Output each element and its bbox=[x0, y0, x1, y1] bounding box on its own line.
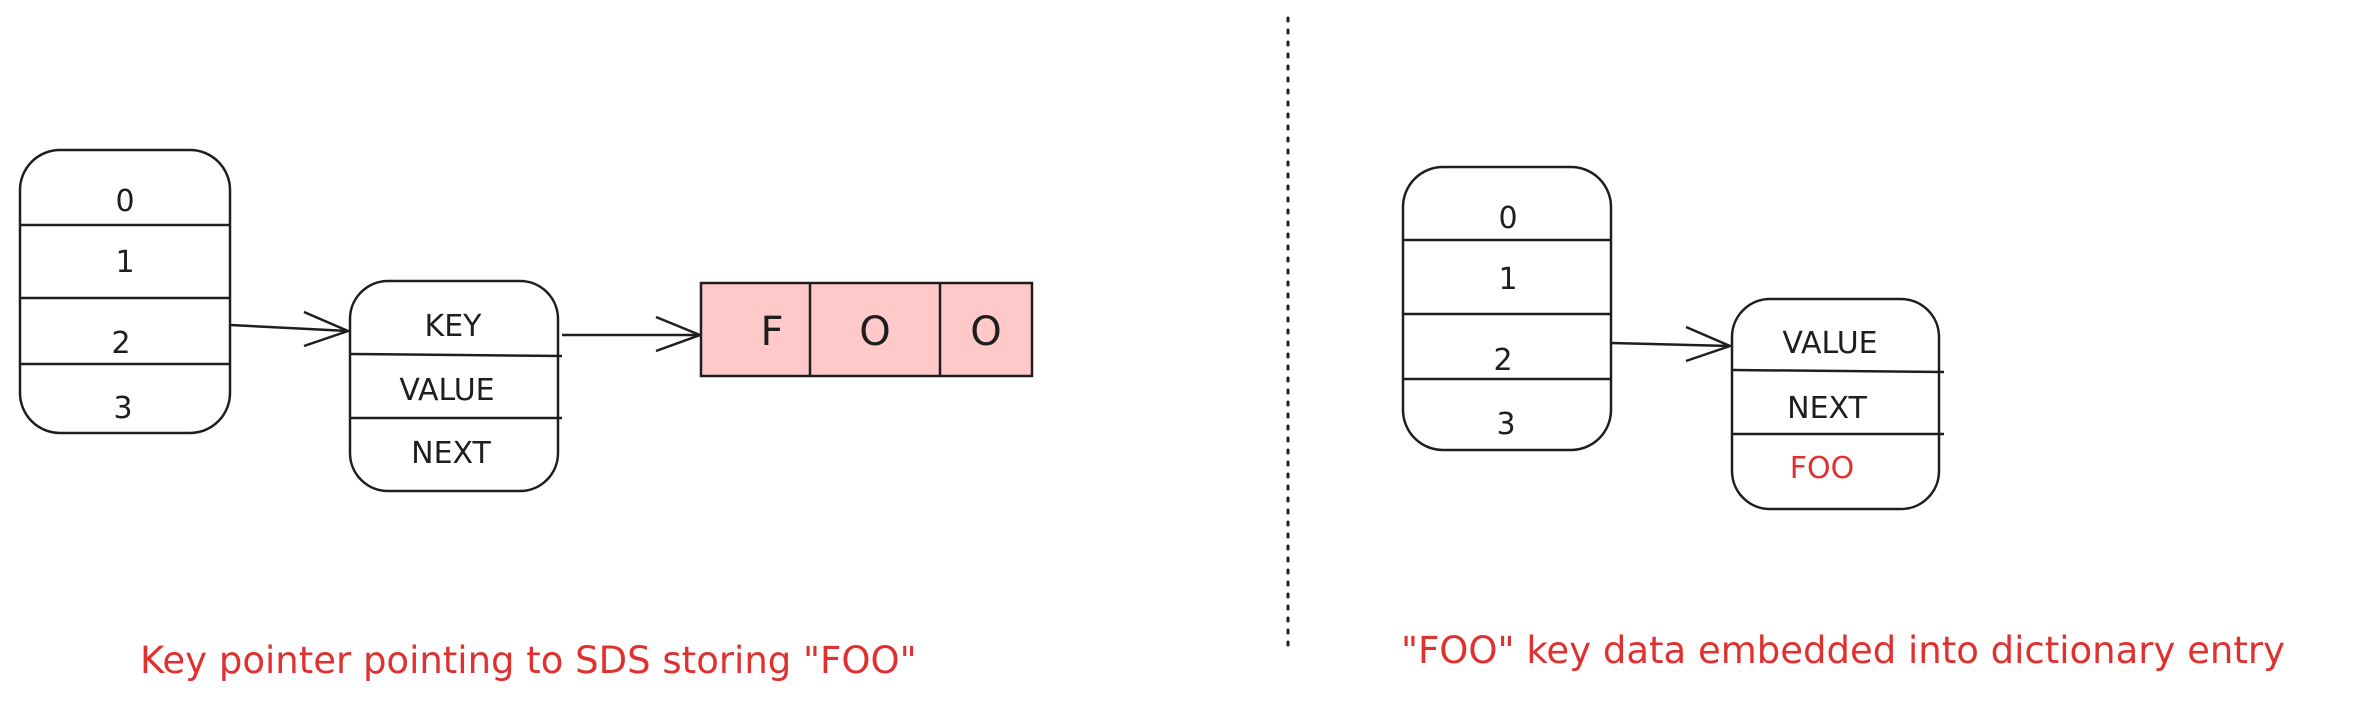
right-slot-1: 1 bbox=[1498, 262, 1517, 297]
left-hash-table: 0 1 2 3 bbox=[18, 148, 232, 435]
left-panel: 0 1 2 3 KEY VALUE NEXT F bbox=[18, 148, 1034, 682]
right-panel: 0 1 2 3 VALUE NEXT FOO "FOO" key data em… bbox=[1401, 165, 2285, 672]
left-field-next: NEXT bbox=[411, 436, 491, 471]
right-slot-to-entry-arrow bbox=[1610, 325, 1734, 363]
right-hash-table-box bbox=[1401, 165, 1613, 452]
left-slot-0: 0 bbox=[115, 184, 134, 219]
left-dict-entry: KEY VALUE NEXT bbox=[348, 279, 563, 493]
right-slot-2: 2 bbox=[1493, 343, 1512, 378]
right-dict-entry: VALUE NEXT FOO bbox=[1730, 297, 1945, 511]
left-sds-box bbox=[699, 281, 1034, 378]
left-hash-table-box bbox=[18, 148, 232, 435]
left-dict-entry-box bbox=[348, 279, 560, 493]
right-slot-0: 0 bbox=[1498, 201, 1517, 236]
right-field-next: NEXT bbox=[1787, 391, 1867, 426]
left-dict-entry-divider bbox=[349, 352, 563, 358]
left-slot-to-entry-arrow bbox=[229, 310, 352, 348]
left-field-key: KEY bbox=[425, 309, 483, 344]
right-embedded-key: FOO bbox=[1790, 451, 1854, 486]
left-sds-char-o2: O bbox=[970, 309, 1001, 355]
right-hash-table: 0 1 2 3 bbox=[1401, 165, 1613, 452]
left-slot-2: 2 bbox=[111, 326, 130, 361]
left-key-to-sds-arrow bbox=[562, 315, 704, 353]
right-dict-entry-box bbox=[1730, 297, 1941, 511]
right-caption: "FOO" key data embedded into dictionary … bbox=[1401, 629, 2285, 672]
left-caption: Key pointer pointing to SDS storing "FOO… bbox=[140, 639, 917, 682]
left-sds-char-f: F bbox=[760, 309, 783, 355]
left-field-value: VALUE bbox=[399, 373, 494, 408]
left-sds-char-o1: O bbox=[859, 309, 890, 355]
right-dict-entry-divider bbox=[1731, 368, 1945, 374]
left-slot-1: 1 bbox=[115, 245, 134, 280]
left-sds-string: F O O bbox=[699, 281, 1034, 378]
left-slot-3: 3 bbox=[113, 391, 132, 426]
right-slot-3: 3 bbox=[1496, 407, 1515, 442]
right-field-value: VALUE bbox=[1782, 326, 1877, 361]
